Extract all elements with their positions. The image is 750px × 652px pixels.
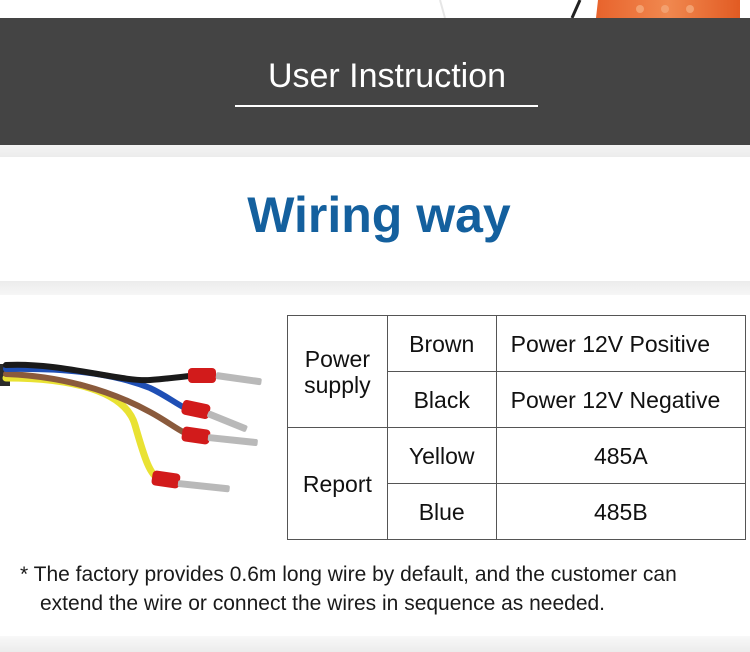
ferrule-yellow — [151, 470, 230, 493]
group-label: Report — [302, 470, 372, 497]
brown-wire — [3, 371, 188, 436]
wiring-table: Power supply Brown Power 12V Positive Bl… — [287, 315, 747, 540]
group-label: supply — [304, 371, 371, 398]
wire-color-cell: Brown — [386, 315, 497, 372]
banner-title: User Instruction — [267, 57, 507, 95]
product-photo-fragment — [0, 0, 750, 18]
wire-function-cell: 485B — [495, 483, 747, 540]
section-title: Wiring way — [247, 187, 511, 243]
note-line-1: * The factory provides 0.6m long wire by… — [20, 563, 677, 586]
wire-color-cell: Yellow — [386, 427, 497, 484]
ferrule-blue — [181, 399, 248, 432]
group-cell-power-supply: Power supply — [287, 315, 388, 428]
table-row: Black Power 12V Negative — [288, 371, 747, 428]
note-line-2: extend the wire or connect the wires in … — [40, 592, 606, 615]
instruction-banner: User Instruction — [0, 18, 750, 145]
ferrule-black — [188, 368, 262, 386]
divider-band — [0, 636, 750, 652]
divider-band — [0, 145, 750, 157]
cable-wires-illustration — [0, 361, 262, 493]
yellow-wire — [2, 374, 164, 484]
device-photo-icon — [439, 0, 740, 18]
group-label: Power — [304, 345, 370, 372]
wire-color-cell: Black — [386, 371, 497, 428]
wire-function-cell: 485A — [495, 427, 747, 484]
divider-band — [0, 281, 750, 295]
wiring-note: * The factory provides 0.6m long wire by… — [20, 560, 740, 618]
table-row: Report Yellow 485A — [287, 427, 747, 540]
wire-function-cell: Power 12V Negative — [495, 371, 747, 428]
black-wire — [3, 361, 193, 384]
blue-wire — [3, 365, 188, 411]
group-cell-report: Report — [287, 427, 388, 540]
table-row: Power supply Brown Power 12V Positive — [287, 315, 747, 428]
wire-color-cell: Blue — [386, 483, 497, 540]
ferrule-brown — [181, 426, 258, 447]
wire-function-cell: Power 12V Positive — [495, 315, 747, 372]
table-row: Blue 485B — [288, 483, 747, 540]
banner-underline — [235, 105, 538, 107]
